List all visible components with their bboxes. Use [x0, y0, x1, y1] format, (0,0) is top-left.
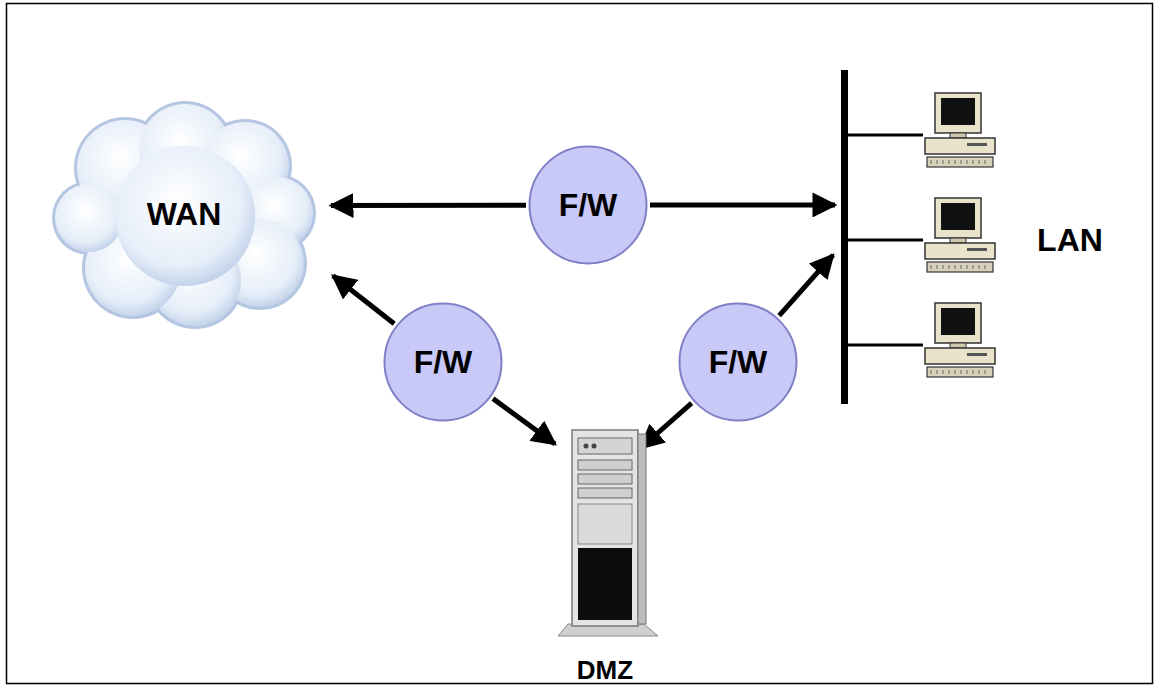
node-label: F/W [559, 187, 618, 224]
node-label: DMZ [577, 655, 633, 686]
arrow-connector [641, 403, 692, 448]
node-label: LAN [1037, 222, 1103, 259]
lan-bus: LAN [841, 70, 1141, 404]
dmz-server: DMZ [548, 424, 664, 686]
arrow-connector [331, 203, 526, 208]
node-label: F/W [414, 344, 473, 381]
arrow-connector [779, 255, 833, 316]
wan-cloud: WAN [55, 108, 313, 320]
arrow-connector [493, 399, 555, 444]
arrow-connector [333, 276, 394, 324]
firewall-circle: F/W [383, 302, 503, 422]
node-label: WAN [147, 196, 222, 233]
firewall-circle: F/W [678, 302, 798, 422]
node-label: F/W [709, 344, 768, 381]
server-icon [548, 424, 664, 640]
firewall-circle: F/W [528, 145, 648, 265]
arrow-connector [650, 202, 835, 207]
